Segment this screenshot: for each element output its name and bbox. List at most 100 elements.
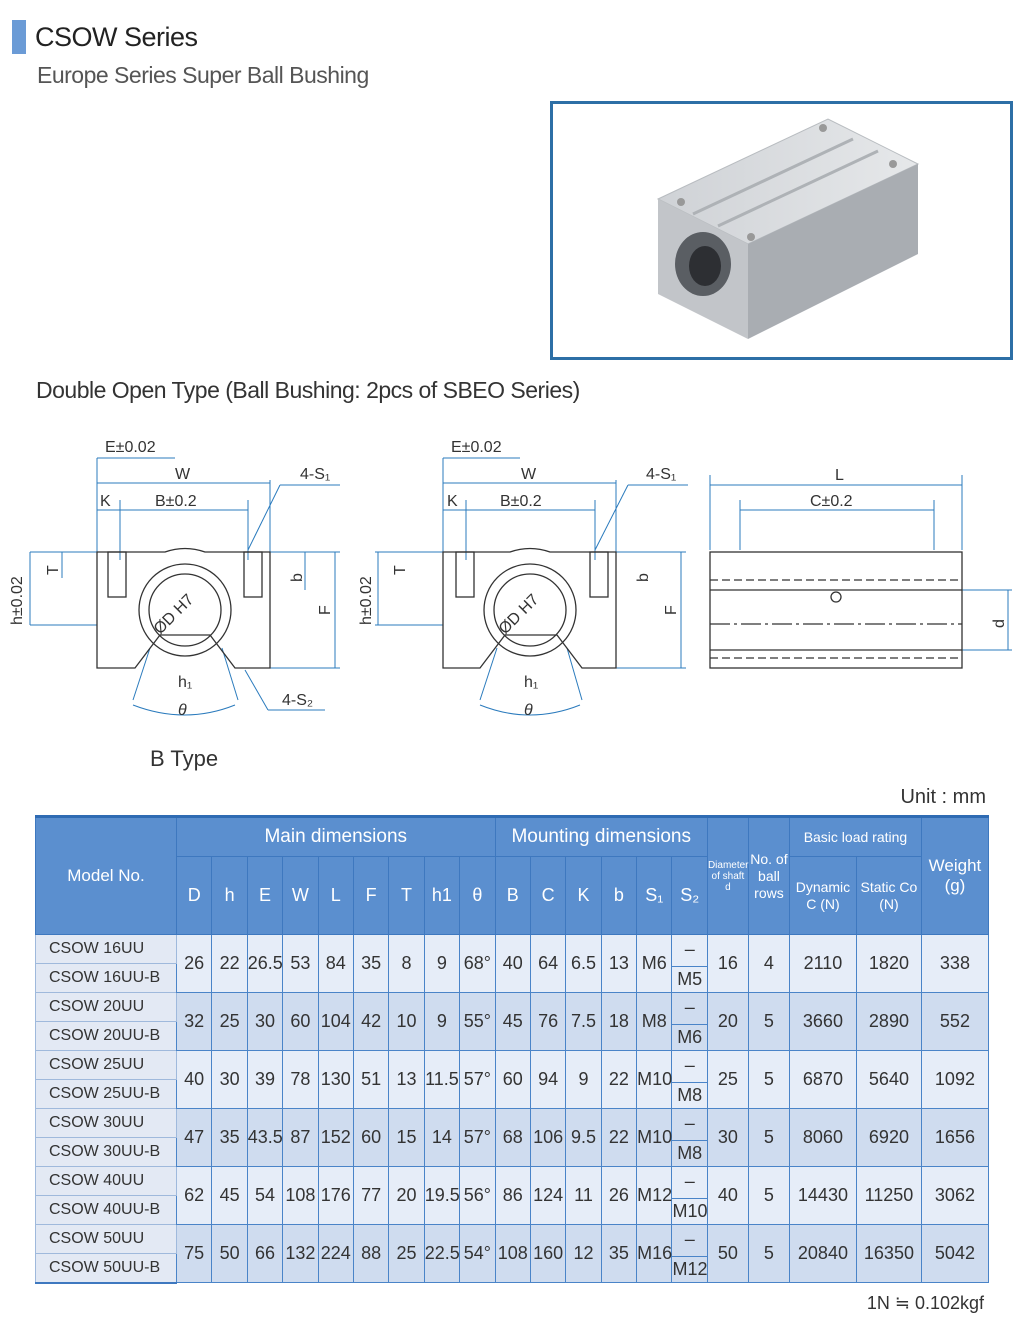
table-cell: M12: [636, 1166, 673, 1225]
table-cell: 22: [600, 1050, 638, 1109]
table-cell: 7.5: [565, 992, 602, 1051]
header-static: Static Co (N): [855, 856, 922, 935]
table-cell: 77: [352, 1166, 390, 1225]
page-title: CSOW Series: [35, 22, 198, 52]
table-cell: 2890: [855, 992, 922, 1051]
header-load-rating: Basic load rating: [788, 815, 922, 857]
table-cell: 22: [211, 934, 248, 993]
column-header: F: [352, 856, 390, 935]
table-cell: – M12: [671, 1224, 708, 1283]
table-cell: M6: [636, 934, 673, 993]
table-cell: 57°: [459, 1050, 496, 1109]
model-name: CSOW 25UU-B: [35, 1079, 177, 1109]
b-type-label: B Type: [150, 746, 219, 771]
column-header: S₂: [671, 856, 708, 935]
header-shaft-diameter: Diameter of shaft d: [706, 815, 749, 935]
label-F: F: [317, 605, 334, 615]
label-F-2: F: [663, 605, 680, 615]
table-cell: –M5: [671, 934, 708, 993]
table-cell: 30: [706, 1108, 749, 1167]
column-header: B: [494, 856, 531, 935]
model-name: CSOW 40UU-B: [35, 1195, 177, 1225]
table-cell: 60: [352, 1108, 390, 1167]
table-cell: 9: [423, 934, 461, 993]
label-D-2: ØD H7: [496, 591, 543, 638]
label-h: h±0.02: [9, 576, 26, 625]
label-S2: 4-S₂: [282, 692, 313, 709]
label-L: L: [835, 467, 844, 484]
conversion-note: 1N ≒ 0.102kgf: [866, 1293, 984, 1313]
label-W-2: W: [521, 466, 537, 483]
table-cell: 25: [388, 1224, 425, 1283]
label-S1-2: 4-S₁: [646, 466, 676, 483]
model-name: CSOW 20UU: [35, 992, 177, 1022]
label-theta: θ: [178, 702, 187, 719]
table-cell: 40: [494, 934, 531, 993]
table-cell: 26: [175, 934, 213, 993]
table-cell: 20840: [788, 1224, 857, 1283]
s2-bottom: M12: [672, 1256, 707, 1280]
table-cell: 4: [747, 934, 790, 993]
table-cell: 11.5: [423, 1050, 461, 1109]
label-C: C±0.2: [810, 493, 853, 510]
label-D: ØD H7: [151, 591, 198, 638]
table-row: CSOW 50UU-B: [35, 1253, 989, 1284]
table-cell: 152: [317, 1108, 354, 1167]
table-cell: 14: [423, 1108, 461, 1167]
column-header: W: [282, 856, 319, 935]
label-h1: h₁: [178, 674, 192, 691]
table-cell: 132: [282, 1224, 319, 1283]
table-cell: 3660: [788, 992, 857, 1051]
table-cell: 88: [352, 1224, 390, 1283]
table-cell: 14430: [788, 1166, 857, 1225]
table-cell: 75: [175, 1224, 213, 1283]
table-cell: 40: [706, 1166, 749, 1225]
table-cell: 78: [282, 1050, 319, 1109]
table-cell: 2110: [788, 934, 857, 993]
table-cell: 42: [352, 992, 390, 1051]
header-model: Model No.: [35, 815, 177, 935]
table-cell: 5: [747, 1108, 790, 1167]
spec-table: Model No. Main dimensions Mounting dimen…: [35, 815, 989, 1284]
column-header: C: [529, 856, 567, 935]
column-header: T: [388, 856, 425, 935]
table-cell: 15: [388, 1108, 425, 1167]
table-cell: 40: [175, 1050, 213, 1109]
label-E-2: E±0.02: [451, 439, 502, 456]
label-h-2: h±0.02: [358, 576, 375, 625]
table-cell: 35: [211, 1108, 248, 1167]
table-cell: 124: [529, 1166, 567, 1225]
label-b: b: [289, 573, 306, 582]
table-cell: 8060: [788, 1108, 857, 1167]
table-cell: 8: [388, 934, 425, 993]
product-photo: [550, 101, 1013, 360]
table-cell: 1820: [855, 934, 922, 993]
table-cell: 26: [600, 1166, 638, 1225]
table-cell: –M6: [671, 992, 708, 1051]
table-cell: 19.5: [423, 1166, 461, 1225]
label-S1: 4-S₁: [300, 466, 330, 483]
table-cell: 160: [529, 1224, 567, 1283]
label-B: B±0.2: [155, 493, 197, 510]
table-cell: 25: [211, 992, 248, 1051]
table-cell: 68°: [459, 934, 496, 993]
s2-top: –: [684, 1229, 695, 1249]
s2-bottom: M10: [672, 1198, 707, 1222]
table-cell: 5: [747, 1224, 790, 1283]
table-cell: 94: [529, 1050, 567, 1109]
table-cell: 35: [352, 934, 390, 993]
table-cell: 1656: [920, 1108, 989, 1167]
page-subtitle: Europe Series Super Ball Bushing: [37, 62, 369, 88]
table-cell: 55°: [459, 992, 496, 1051]
table-cell: 338: [920, 934, 989, 993]
table-cell: 35: [600, 1224, 638, 1283]
model-name: CSOW 50UU: [35, 1224, 177, 1254]
table-cell: 6.5: [565, 934, 602, 993]
unit-label: Unit : mm: [900, 786, 986, 808]
table-cell: 176: [317, 1166, 354, 1225]
